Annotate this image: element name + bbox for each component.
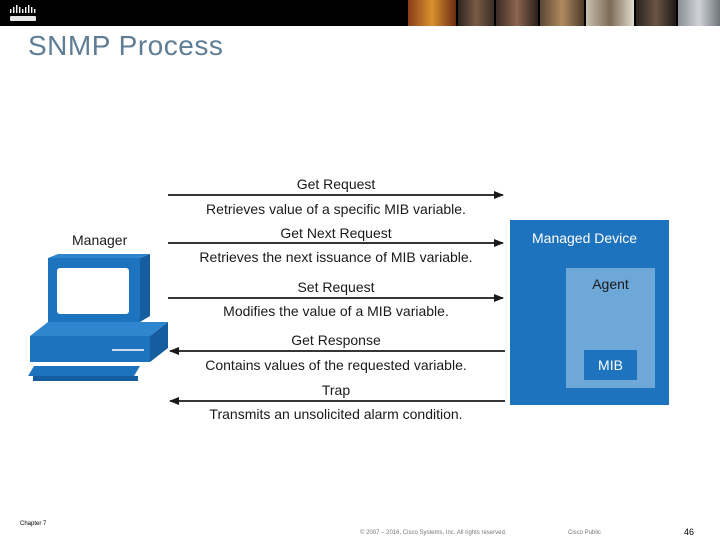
mib-box: MIB xyxy=(584,350,637,380)
trap-label: Trap xyxy=(321,382,351,398)
copyright-text: © 2007 – 2016, Cisco Systems, Inc. All r… xyxy=(360,530,507,536)
banner-photo-4 xyxy=(540,0,584,26)
cisco-logo-icon xyxy=(10,5,36,21)
banner-photo-2 xyxy=(458,0,494,26)
set-request-label: Set Request xyxy=(297,279,375,295)
get-response-label: Get Response xyxy=(291,332,381,348)
chapter-label: Chapter 7 xyxy=(20,521,47,527)
page-title: SNMP Process xyxy=(28,30,224,61)
computer-icon xyxy=(28,254,168,381)
get-next-request-description: Retrieves the next issuance of MIB varia… xyxy=(199,249,473,265)
trap-description: Transmits an unsolicited alarm condition… xyxy=(209,406,463,422)
agent-box: Agent MIB xyxy=(566,268,655,388)
get-next-request-label: Get Next Request xyxy=(280,225,392,241)
classification-text: Cisco Public xyxy=(568,530,602,536)
get-request-description: Retrieves value of a specific MIB variab… xyxy=(206,201,466,217)
managed-device-label: Managed Device xyxy=(532,230,638,246)
banner-photo-6 xyxy=(636,0,676,26)
banner-photo-3 xyxy=(496,0,538,26)
banner-photo-1 xyxy=(408,0,456,26)
banner-photo-7 xyxy=(678,0,720,26)
set-request-description: Modifies the value of a MIB variable. xyxy=(223,303,449,319)
get-response-description: Contains values of the requested variabl… xyxy=(205,357,467,373)
page-number: 46 xyxy=(684,527,695,537)
banner-photo-5 xyxy=(586,0,634,26)
get-request-label: Get Request xyxy=(296,176,376,192)
agent-label: Agent xyxy=(592,276,629,292)
managed-device-box: Managed Device Agent MIB xyxy=(510,220,669,405)
manager-label: Manager xyxy=(72,232,128,248)
header-banner xyxy=(0,0,720,26)
